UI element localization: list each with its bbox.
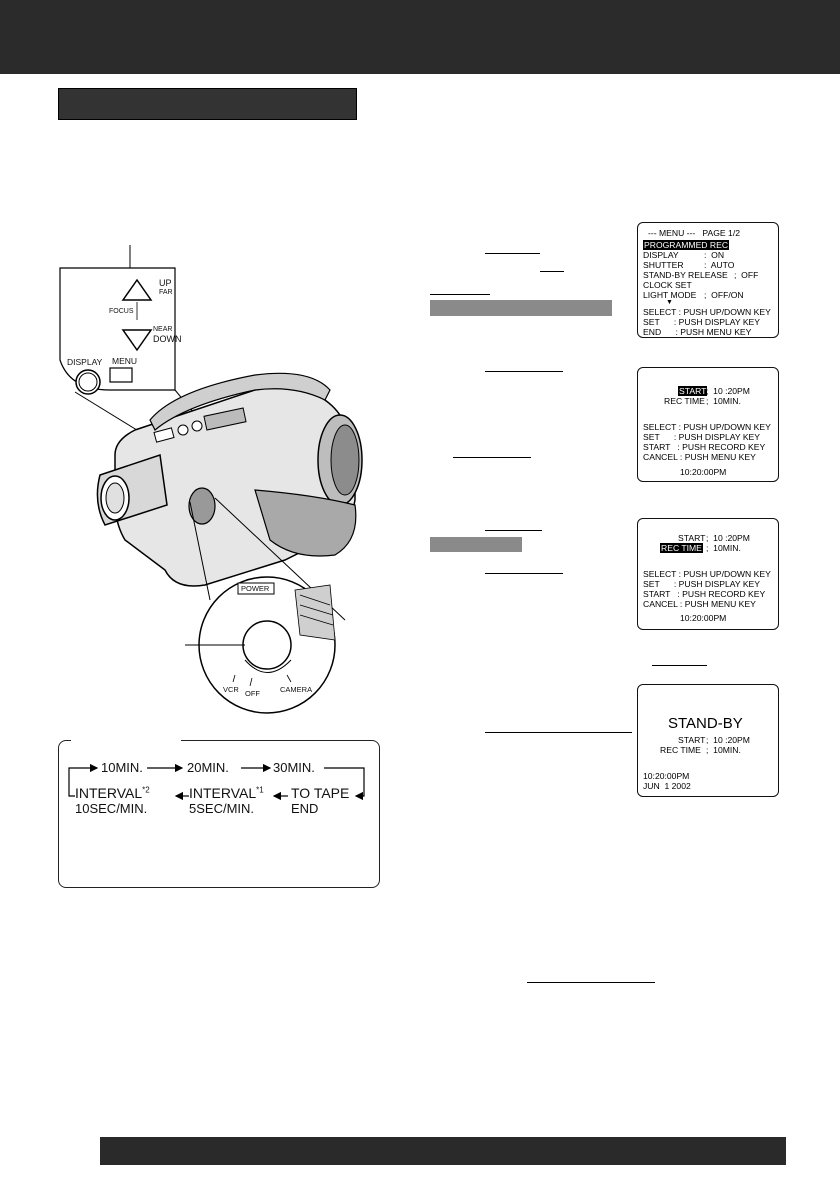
camcorder-illustration: UP FAR FOCUS NEAR DOWN DISPLAY MENU POWE…	[55, 240, 385, 720]
standby-screen: STAND-BY START ; 10 :20PM REC TIME ; 10M…	[637, 684, 779, 797]
underline-10	[527, 982, 655, 983]
display-button-label: DISPLAY	[67, 357, 103, 367]
up-label: UP	[159, 278, 172, 288]
rectime-select: SELECT : PUSH UP/DOWN KEY	[643, 569, 771, 579]
diagram-10secmin: 10SEC/MIN.	[75, 801, 148, 816]
diagram-20min: 20MIN.	[187, 760, 229, 775]
vcr-label: VCR	[223, 685, 239, 694]
start-set: SET : PUSH DISPLAY KEY	[643, 432, 761, 442]
off-label: OFF	[245, 689, 260, 698]
near-label: NEAR	[153, 326, 173, 333]
rectime-time: 10:20:00PM	[680, 613, 727, 623]
rectime-value-2: ; 10MIN.	[706, 543, 741, 553]
diagram-5secmin: 5SEC/MIN.	[189, 801, 255, 816]
highlight-bar-2	[430, 537, 522, 552]
menu-shutter-value: : AUTO	[704, 260, 735, 270]
underline-7	[485, 573, 563, 574]
menu-display-label: DISPLAY	[643, 250, 679, 260]
menu-lightmode-value: ; OFF/ON	[704, 290, 744, 300]
start-cancel: CANCEL : PUSH MENU KEY	[643, 452, 756, 462]
rec-time-cycle-diagram: 10MIN. 20MIN. 30MIN. INTERVAL*2 INTERVAL…	[58, 738, 380, 888]
menu-standby-label: STAND-BY RELEASE	[643, 270, 728, 280]
menu-button-label: MENU	[112, 356, 138, 366]
highlight-bar-1	[430, 300, 612, 316]
start-label: START	[678, 386, 708, 396]
rectime-screen: START ; 10 :20PM REC TIME ; 10MIN. SELEC…	[637, 518, 779, 630]
underline-8	[652, 665, 707, 666]
diagram-interval2: INTERVAL*2	[75, 785, 150, 801]
start-value-2: ; 10 :20PM	[706, 533, 750, 543]
menu-screen: --- MENU --- PAGE 1/2 PROGRAMMED REC DIS…	[637, 222, 779, 338]
standby-date: JUN 1 2002	[643, 781, 691, 791]
far-label: FAR	[159, 289, 173, 296]
diagram-arrows	[68, 763, 365, 801]
underline-1	[485, 253, 540, 254]
menu-select: SELECT : PUSH UP/DOWN KEY	[643, 307, 771, 317]
underline-2	[540, 271, 564, 272]
start-screen: START ; 10 :20PM REC TIME ; 10MIN. SELEC…	[637, 367, 779, 482]
underline-5	[453, 457, 531, 458]
underline-4	[485, 371, 563, 372]
diagram-end: END	[291, 801, 319, 816]
diagram-10min: 10MIN.	[101, 760, 143, 775]
menu-set: SET : PUSH DISPLAY KEY	[643, 317, 761, 327]
standby-title: STAND-BY	[668, 715, 743, 732]
menu-lightmode-label: LIGHT MODE	[643, 290, 697, 300]
page-footer-bar	[100, 1137, 786, 1165]
underline-9	[485, 732, 632, 733]
menu-title: --- MENU --- PAGE 1/2	[648, 228, 740, 238]
power-label: POWER	[241, 584, 270, 593]
camera-label: CAMERA	[280, 685, 313, 694]
start-value: ; 10 :20PM	[706, 386, 750, 396]
rectime-value: ; 10MIN.	[706, 396, 741, 406]
standby-start-value: ; 10 :20PM	[706, 735, 750, 745]
rectime-label-2: REC TIME	[660, 543, 703, 553]
page-header-bar	[0, 0, 840, 74]
start-time: 10:20:00PM	[680, 467, 727, 477]
menu-arrow-icon: ▼	[666, 299, 673, 306]
menu-display-value: : ON	[704, 250, 725, 260]
rectime-label: REC TIME	[664, 396, 705, 406]
standby-start-label: START	[678, 735, 706, 745]
start-label-2: START	[678, 533, 706, 543]
menu-clockset-label: CLOCK SET	[643, 280, 692, 290]
underline-6	[485, 530, 542, 531]
menu-standby-value: ; OFF	[734, 270, 759, 280]
section-title-bar	[58, 88, 357, 120]
camcorder-drawing	[59, 245, 363, 714]
underline-3	[430, 294, 490, 295]
focus-label: FOCUS	[109, 308, 134, 315]
diagram-30min: 30MIN.	[273, 760, 315, 775]
menu-end: END : PUSH MENU KEY	[643, 327, 752, 337]
start-select: SELECT : PUSH UP/DOWN KEY	[643, 422, 771, 432]
rectime-set: SET : PUSH DISPLAY KEY	[643, 579, 761, 589]
rectime-start: START : PUSH RECORD KEY	[643, 589, 766, 599]
menu-shutter-label: SHUTTER	[643, 260, 684, 270]
down-label: DOWN	[153, 334, 182, 344]
rectime-cancel: CANCEL : PUSH MENU KEY	[643, 599, 756, 609]
diagram-label-gap	[71, 738, 181, 743]
standby-time: 10:20:00PM	[643, 771, 690, 781]
start-start: START : PUSH RECORD KEY	[643, 442, 766, 452]
standby-rectime-value: ; 10MIN.	[706, 745, 741, 755]
diagram-interval1: INTERVAL*1	[189, 785, 264, 801]
standby-rectime-label: REC TIME	[660, 745, 701, 755]
menu-programmed-rec: PROGRAMMED REC	[643, 240, 730, 250]
diagram-totape: TO TAPE	[291, 785, 350, 801]
